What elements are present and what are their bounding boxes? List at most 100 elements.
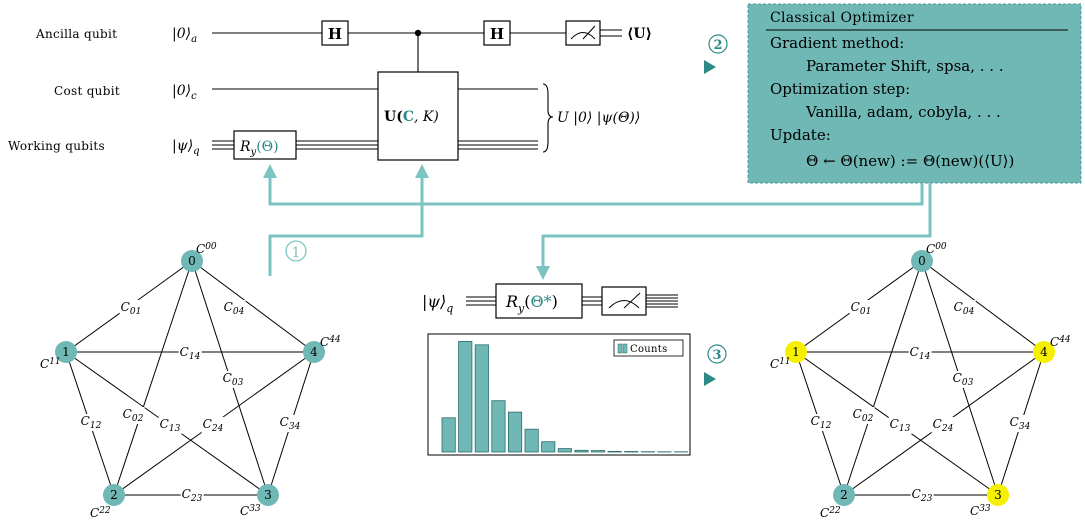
histogram-bar	[557, 448, 572, 453]
hadamard-gate-2	[483, 20, 511, 46]
graph-edge	[843, 260, 923, 496]
edge-label: C23	[912, 487, 933, 504]
graph-node	[833, 484, 855, 506]
graph-edge	[921, 260, 1045, 353]
optimizer-line-6: Θ ← Θ(new) := Θ(new)(⟨U⟩)	[806, 152, 1014, 170]
histogram-bar	[624, 451, 639, 453]
optimizer-line-4: Vanilla, adam, cobyla, . . .	[805, 103, 1001, 121]
final-gate-label: Ry(Θ*)	[505, 292, 558, 315]
node-label: 1	[62, 345, 70, 359]
edge-label: C34	[280, 415, 301, 432]
feedback-arrows	[263, 164, 932, 280]
svg-text:1: 1	[292, 245, 301, 261]
node-label: 0	[188, 254, 196, 268]
edge-label: C13	[160, 417, 181, 434]
edge-label: C14	[180, 345, 201, 362]
histogram-bar	[574, 449, 589, 453]
self-cost-label: C33	[970, 504, 991, 518]
graph-edge	[113, 260, 193, 496]
final-circuit: |ψ⟩q Ry(Θ*)	[422, 283, 678, 319]
graph-node	[181, 250, 203, 272]
histogram-bar	[507, 411, 523, 453]
histogram-bar	[541, 441, 556, 453]
node-label: 1	[792, 345, 800, 359]
edge-label: C01	[121, 300, 142, 317]
edge-label: C03	[953, 371, 974, 388]
node-label: 3	[264, 488, 272, 502]
node-label: 3	[994, 488, 1002, 502]
edge-label: C04	[954, 300, 975, 317]
histogram-legend: Counts	[613, 339, 684, 357]
edge-label: C13	[890, 417, 911, 434]
step-3-marker: 3	[704, 344, 727, 386]
edge-label: C12	[811, 414, 832, 431]
edge-label: C01	[851, 300, 872, 317]
expectation-output: ⟨U⟩	[627, 26, 652, 42]
graph-node	[911, 250, 933, 272]
self-cost-label: C44	[320, 335, 341, 349]
final-ry-gate	[495, 283, 583, 319]
optimizer-line-3: Optimization step:	[770, 80, 910, 98]
output-brace	[542, 83, 554, 153]
histogram-bar	[441, 417, 456, 453]
histogram-bar	[524, 428, 539, 453]
svg-text:3: 3	[712, 348, 721, 363]
output-state: U |0⟩ |ψ(Θ)⟩	[557, 110, 640, 126]
graph-node	[103, 484, 125, 506]
ket-working: |ψ⟩q	[172, 138, 200, 157]
histogram-bar	[491, 400, 506, 453]
h-gate-2-label: H	[490, 25, 504, 43]
optimizer-line-5: Update:	[770, 126, 831, 144]
graph-node	[987, 484, 1009, 506]
graph-node	[303, 341, 325, 363]
histogram-bar	[607, 450, 622, 453]
circuit: Ancilla qubit Cost qubit Working qubits …	[8, 20, 652, 161]
node-label: 0	[918, 254, 926, 268]
edge-label: C12	[81, 414, 102, 431]
self-cost-label: C11	[40, 357, 61, 371]
self-cost-label: C11	[770, 357, 791, 371]
histogram: Counts	[427, 333, 691, 456]
node-label: 4	[310, 345, 318, 359]
optimizer-line-1: Gradient method:	[770, 34, 904, 52]
step-1-marker: 1	[285, 240, 307, 262]
legend-label: Counts	[630, 344, 668, 355]
node-label: 4	[1040, 345, 1048, 359]
edge-label: C24	[203, 417, 224, 434]
node-label: 2	[110, 488, 118, 502]
graph-node	[55, 341, 77, 363]
graph-node	[785, 341, 807, 363]
u-gate-label: U(C, K)	[384, 109, 439, 125]
self-cost-label: C44	[1050, 335, 1071, 349]
ry-gate-label: Ry(Θ)	[239, 139, 279, 158]
self-cost-label: C22	[90, 506, 111, 520]
measurement-icon	[565, 20, 601, 46]
node-label: 2	[840, 488, 848, 502]
edge-label: C02	[853, 407, 874, 424]
edge-label: C04	[224, 300, 245, 317]
histogram-bar	[458, 340, 473, 453]
histogram-bar	[474, 344, 489, 453]
svg-text:2: 2	[713, 38, 722, 53]
u-gate	[377, 71, 459, 161]
graph-node	[257, 484, 279, 506]
working-label: Working qubits	[8, 139, 105, 153]
histogram-bar	[591, 450, 606, 453]
ket-ancilla: |0⟩a	[172, 26, 197, 45]
graph-edge	[191, 260, 315, 353]
h-gate-1-label: H	[328, 25, 342, 43]
optimizer-title: Classical Optimizer	[770, 10, 914, 26]
self-cost-label: C00	[196, 242, 217, 256]
hadamard-gate-1	[321, 20, 349, 46]
edge-label: C02	[123, 407, 144, 424]
step-2-marker: 2	[704, 34, 728, 74]
edge-label: C34	[1010, 415, 1031, 432]
edge-label: C24	[933, 417, 954, 434]
final-ket: |ψ⟩q	[422, 292, 453, 315]
final-measurement-icon	[601, 286, 647, 316]
edge-label: C14	[910, 345, 931, 362]
ry-gate	[233, 130, 297, 160]
